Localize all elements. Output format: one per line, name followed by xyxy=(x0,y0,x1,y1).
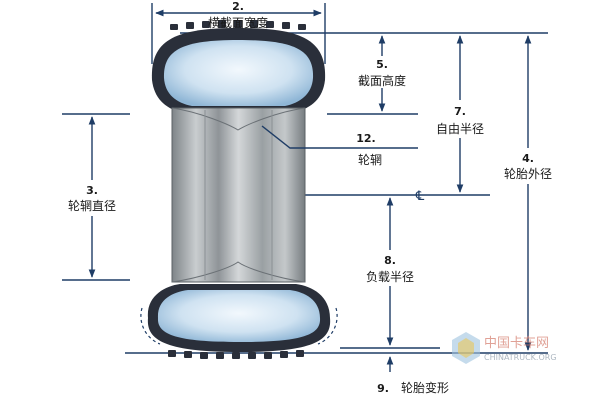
dim-section-width xyxy=(151,3,326,64)
outer-diameter-num: 4. xyxy=(522,152,534,165)
rim-diameter-num: 3. xyxy=(86,184,98,197)
watermark-cn: 中国卡车网 xyxy=(484,335,549,351)
watermark: 中国卡车网 CHINATRUCK.ORG xyxy=(452,332,557,364)
section-width-label: 横截面宽度 xyxy=(208,15,268,30)
rim-label: 轮辋 xyxy=(358,153,382,167)
tire-deflection-label: 轮胎变形 xyxy=(401,380,449,395)
free-radius-label: 自由半径 xyxy=(436,122,484,136)
loaded-radius-num: 8. xyxy=(384,254,396,267)
section-width-num: 2. xyxy=(232,0,244,13)
free-radius-num: 7. xyxy=(454,105,466,118)
tire-top-section xyxy=(151,20,326,112)
centerline-symbol: ℄ xyxy=(415,189,425,204)
loaded-radius-label: 负载半径 xyxy=(366,270,414,284)
watermark-en: CHINATRUCK.ORG xyxy=(484,353,557,362)
outer-diameter-label: 轮胎外径 xyxy=(504,167,552,181)
rim xyxy=(171,107,306,283)
rim-num: 12. xyxy=(356,132,376,145)
tire-bottom-section xyxy=(140,284,338,359)
rim-diameter-label: 轮辋直径 xyxy=(68,199,116,213)
tire-deflection-num: 9. xyxy=(377,382,389,395)
rim-leader-line xyxy=(261,125,418,149)
section-height-num: 5. xyxy=(376,58,388,71)
section-height-label: 截面高度 xyxy=(358,73,406,88)
